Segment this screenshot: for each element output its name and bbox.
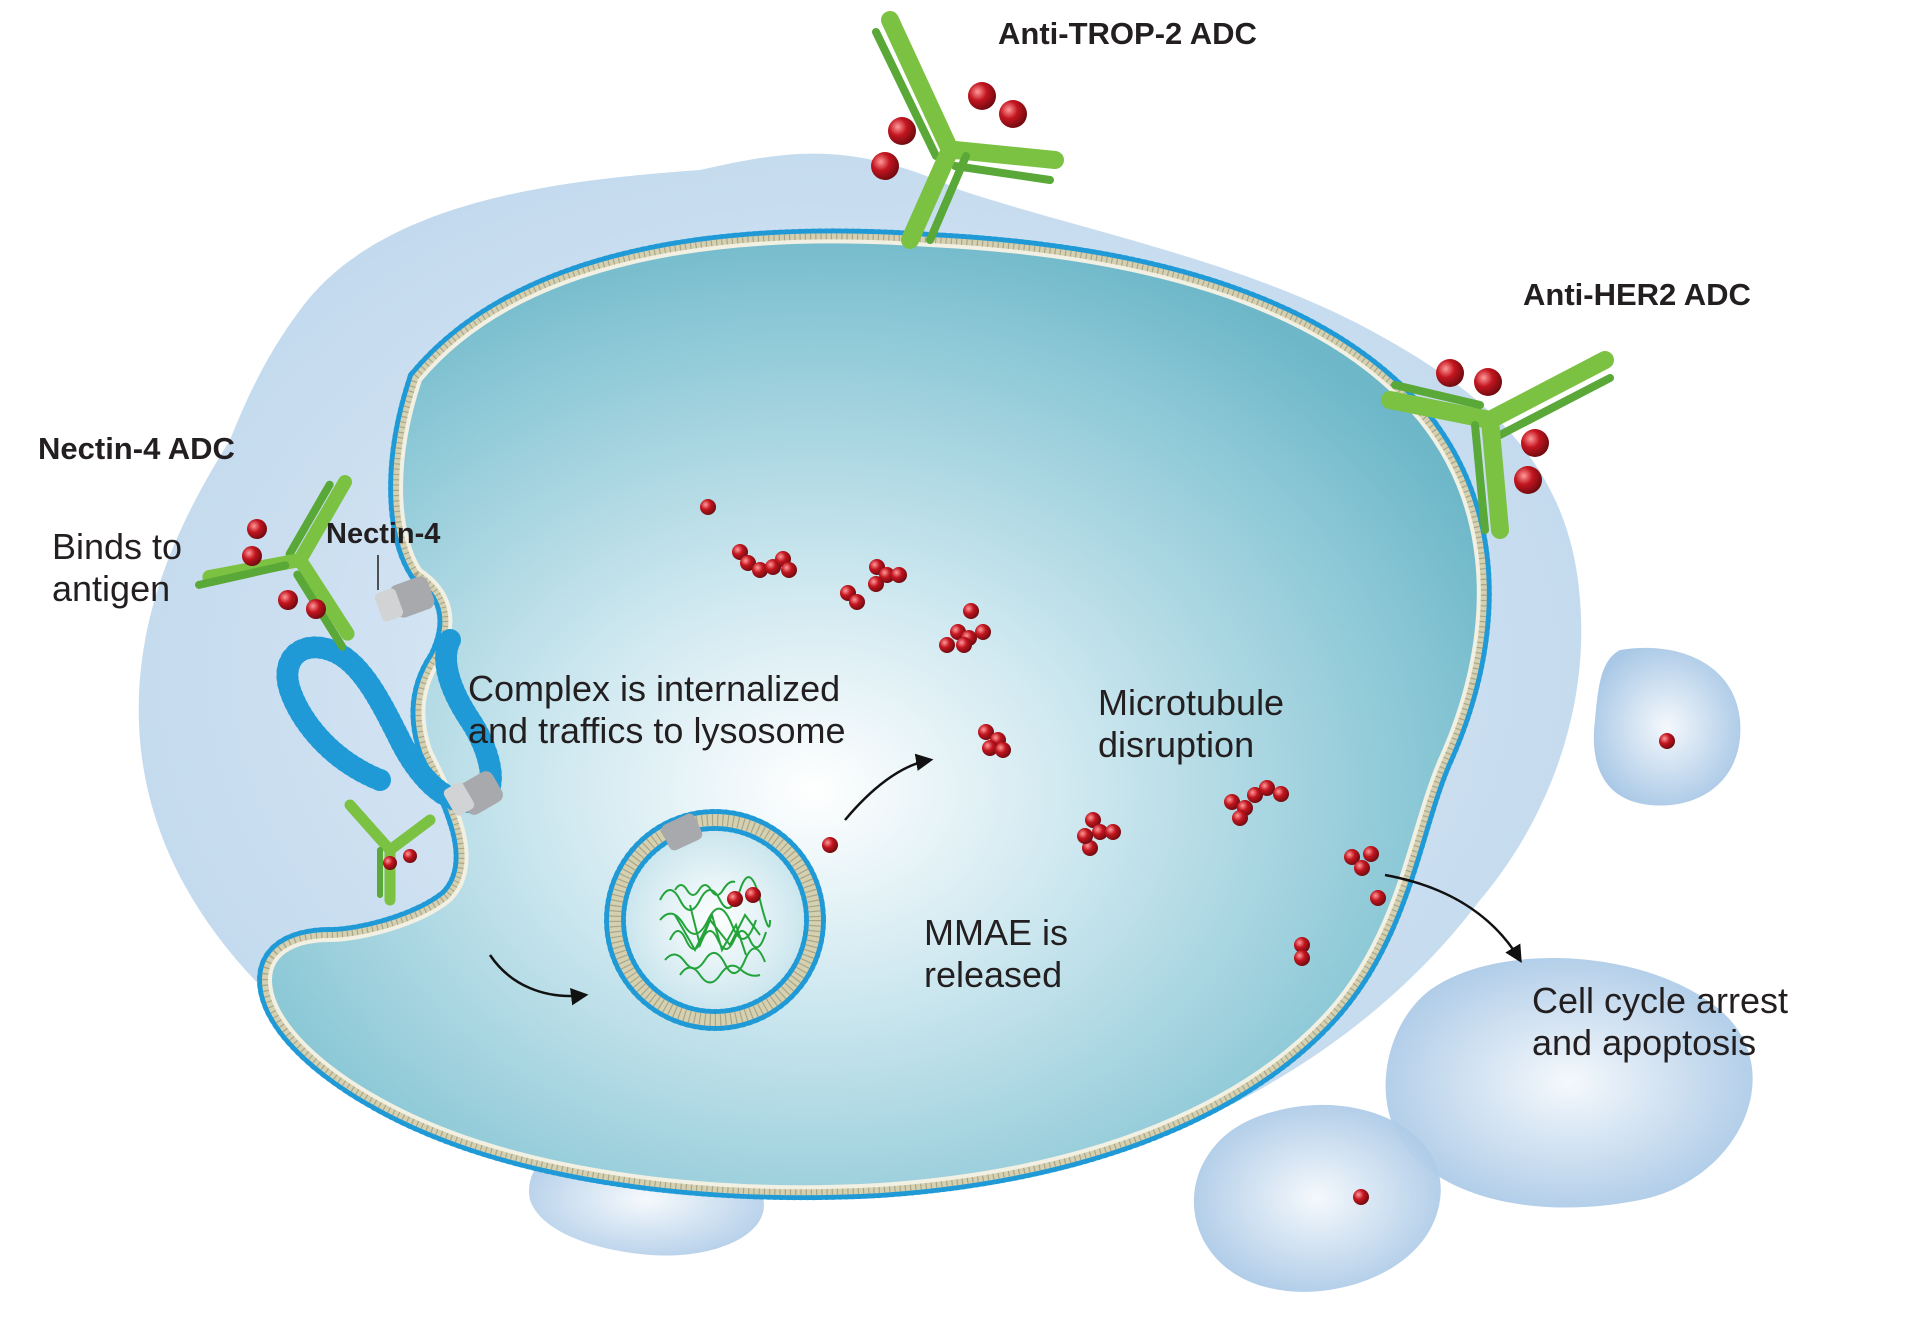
mmae-bead xyxy=(1514,466,1542,494)
label-nectin4-adc: Nectin-4 ADC xyxy=(38,431,235,466)
process-arrows xyxy=(488,753,1522,1006)
mmae-bead xyxy=(1077,828,1093,844)
mmae-bead xyxy=(1344,849,1360,865)
mmae-bead xyxy=(306,599,326,619)
mmae-bead xyxy=(403,849,417,863)
arrow-to-lysosome xyxy=(488,954,589,1006)
mmae-bead xyxy=(995,742,1011,758)
mmae-bead xyxy=(956,637,972,653)
mmae-bead xyxy=(700,499,716,515)
nectin4-receptor-surface xyxy=(374,576,435,622)
mmae-bead xyxy=(1370,890,1386,906)
mmae-bead xyxy=(1659,733,1675,749)
mmae-bead xyxy=(1521,429,1549,457)
nectin4-receptor-internalized xyxy=(443,771,503,816)
extracellular-blob-right xyxy=(1385,957,1753,1208)
mmae-bead xyxy=(740,555,756,571)
anti-trop2-antibody xyxy=(872,11,1064,249)
mmae-bead xyxy=(752,562,768,578)
mmae-bead xyxy=(891,567,907,583)
extracellular-vesicle xyxy=(1593,647,1741,806)
mmae-bead xyxy=(1354,860,1370,876)
label-binds-line1: Binds to xyxy=(52,526,182,567)
label-complex-line2: and traffics to lysosome xyxy=(468,710,846,751)
label-nectin4: Nectin-4 xyxy=(326,518,440,550)
mmae-bead xyxy=(1247,787,1263,803)
mmae-bead xyxy=(871,152,899,180)
mmae-bead xyxy=(849,594,865,610)
mmae-bead xyxy=(1259,780,1275,796)
mmae-bead xyxy=(1353,1189,1369,1205)
mmae-bead xyxy=(278,590,298,610)
mmae-bead xyxy=(1294,937,1310,953)
mmae-bead xyxy=(968,82,996,110)
anti-her2-antibody xyxy=(1381,351,1614,539)
mmae-bead xyxy=(982,740,998,756)
arrow-release xyxy=(844,753,934,821)
mmae-bead xyxy=(1273,786,1289,802)
mmae-bead xyxy=(1363,846,1379,862)
label-binds-line2: antigen xyxy=(52,568,170,609)
label-anti-trop2-adc: Anti-TROP-2 ADC xyxy=(998,16,1257,51)
mmae-bead xyxy=(383,856,397,870)
lysosome xyxy=(604,809,826,1031)
mmae-bead xyxy=(1232,810,1248,826)
mmae-bead xyxy=(879,567,895,583)
lysosome-degraded-antibody xyxy=(659,876,771,984)
mmae-bead xyxy=(727,891,743,907)
label-complex-line1: Complex is internalized xyxy=(468,668,840,709)
mmae-bead xyxy=(939,637,955,653)
endosome-invagination xyxy=(276,629,502,813)
mmae-bead xyxy=(999,100,1027,128)
mmae-bead xyxy=(822,837,838,853)
cell-membrane xyxy=(270,241,1479,1187)
mmae-bead xyxy=(1224,794,1240,810)
mmae-bead xyxy=(1085,812,1101,828)
label-mmae-line1: MMAE is xyxy=(924,912,1068,953)
mmae-bead xyxy=(1294,950,1310,966)
mmae-bead xyxy=(242,546,262,566)
arrow-to-apoptosis xyxy=(1384,873,1522,964)
mmae-bead xyxy=(963,603,979,619)
label-anti-her2-adc: Anti-HER2 ADC xyxy=(1523,277,1751,312)
mmae-payload-beads xyxy=(242,82,1675,1205)
mmae-bead xyxy=(745,887,761,903)
mmae-bead xyxy=(978,724,994,740)
mmae-bead xyxy=(1105,824,1121,840)
mmae-bead xyxy=(781,562,797,578)
label-arrest-line1: Cell cycle arrest xyxy=(1532,980,1788,1021)
mmae-bead xyxy=(868,576,884,592)
mmae-bead xyxy=(1082,840,1098,856)
mmae-bead xyxy=(975,624,991,640)
extracellular-blob-bottom xyxy=(1193,1104,1441,1292)
nectin4-adc-antibody xyxy=(195,475,355,651)
label-arrest-line2: and apoptosis xyxy=(1532,1022,1756,1063)
mmae-bead xyxy=(1436,359,1464,387)
mmae-bead xyxy=(732,544,748,560)
label-mmae-line2: released xyxy=(924,954,1062,995)
label-microtubule-line2: disruption xyxy=(1098,724,1254,765)
mmae-bead xyxy=(247,519,267,539)
label-microtubule-line1: Microtubule xyxy=(1098,682,1284,723)
mmae-bead xyxy=(888,117,916,145)
mmae-bead xyxy=(1474,368,1502,396)
mmae-bead xyxy=(1092,824,1108,840)
labels: Anti-TROP-2 ADC Anti-HER2 ADC Nectin-4 A… xyxy=(38,16,1788,1063)
